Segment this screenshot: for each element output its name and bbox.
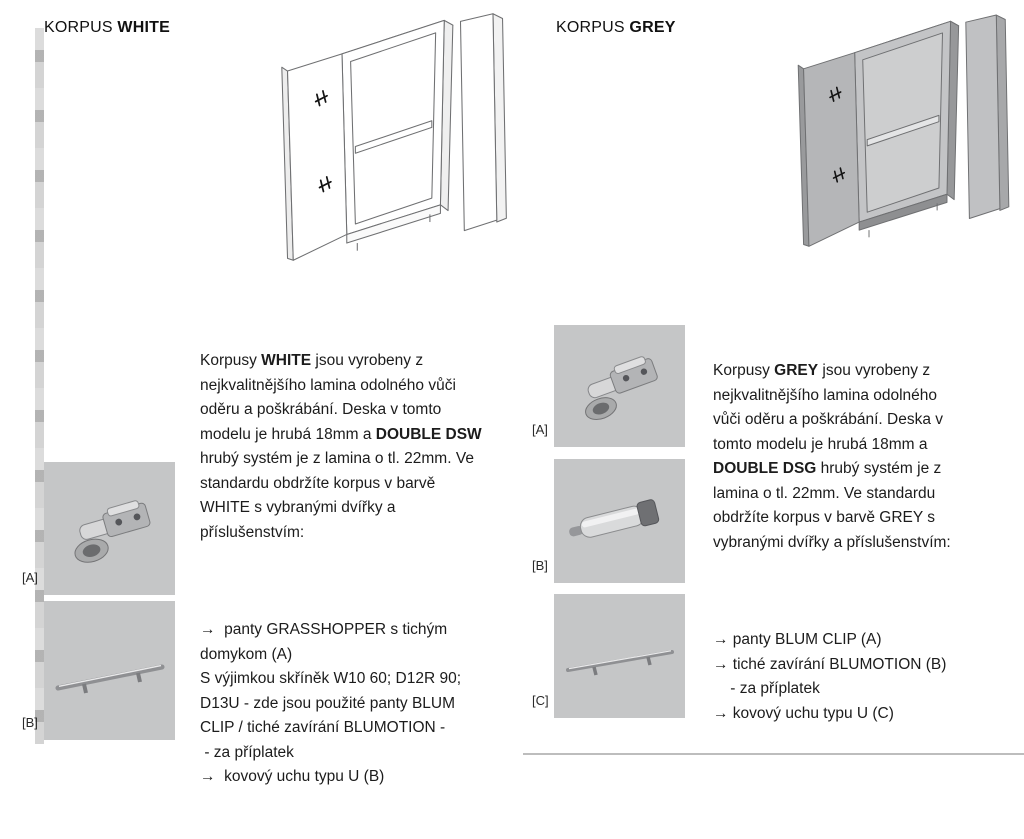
cabinet-drawing-svg bbox=[281, 13, 507, 261]
description-paragraph: Korpusy WHITE jsou vyrobeny z nejkvalitn… bbox=[200, 352, 482, 541]
page-edge-scan-strip bbox=[35, 28, 44, 744]
hinge-symbol-icon bbox=[318, 176, 332, 193]
photo-label-b: [B] bbox=[22, 715, 38, 730]
description-bullets: → panty GRASSHOPPER s tichým domykom (A)… bbox=[200, 621, 462, 785]
title-prefix: KORPUS bbox=[44, 18, 118, 36]
section-title-grey: KORPUS GREY bbox=[556, 19, 676, 37]
photo-label-a: [A] bbox=[22, 570, 38, 585]
photo-label-b: [B] bbox=[532, 558, 548, 573]
photo-damper-grey-b: [B] bbox=[532, 459, 685, 583]
title-color-name: WHITE bbox=[117, 18, 170, 36]
photo-label-a: [A] bbox=[532, 422, 548, 437]
title-prefix: KORPUS bbox=[556, 18, 630, 36]
damper-photo-graphic bbox=[569, 499, 660, 538]
photo-hinge-grey-a: [A] bbox=[532, 325, 685, 447]
hinge-photo-graphic bbox=[585, 356, 658, 420]
hinge-symbol-icon bbox=[832, 167, 846, 183]
section-title-white: KORPUS WHITE bbox=[44, 19, 170, 37]
description-grey: Korpusy GREY jsou vyrobeny z nejkvalitně… bbox=[713, 310, 1024, 775]
description-paragraph: Korpusy GREY jsou vyrobeny z nejkvalitně… bbox=[713, 362, 951, 551]
cabinet-line-drawing-white bbox=[256, 4, 514, 291]
title-color-name: GREY bbox=[629, 18, 676, 36]
cabinet-drawing-svg bbox=[797, 14, 1010, 247]
page-bottom-rule bbox=[523, 753, 1024, 755]
description-white: Korpusy WHITE jsou vyrobeny z nejkvalitn… bbox=[200, 300, 534, 839]
cabinet-drawing-grey bbox=[774, 6, 1016, 275]
hinge-photo-graphic bbox=[74, 500, 151, 563]
photo-label-c: [C] bbox=[532, 693, 549, 708]
photo-handle-grey-c: [C] bbox=[532, 594, 685, 718]
hinge-symbol-icon bbox=[314, 90, 328, 107]
hinge-symbol-icon bbox=[829, 86, 842, 102]
handle-photo-graphic bbox=[566, 650, 674, 676]
description-bullets: → panty BLUM CLIP (A) → tiché zavírání B… bbox=[713, 631, 947, 722]
handle-photo-graphic bbox=[55, 664, 165, 694]
photo-hinge-white-a: [A] bbox=[22, 462, 175, 595]
photo-handle-white-b: [B] bbox=[22, 601, 175, 740]
